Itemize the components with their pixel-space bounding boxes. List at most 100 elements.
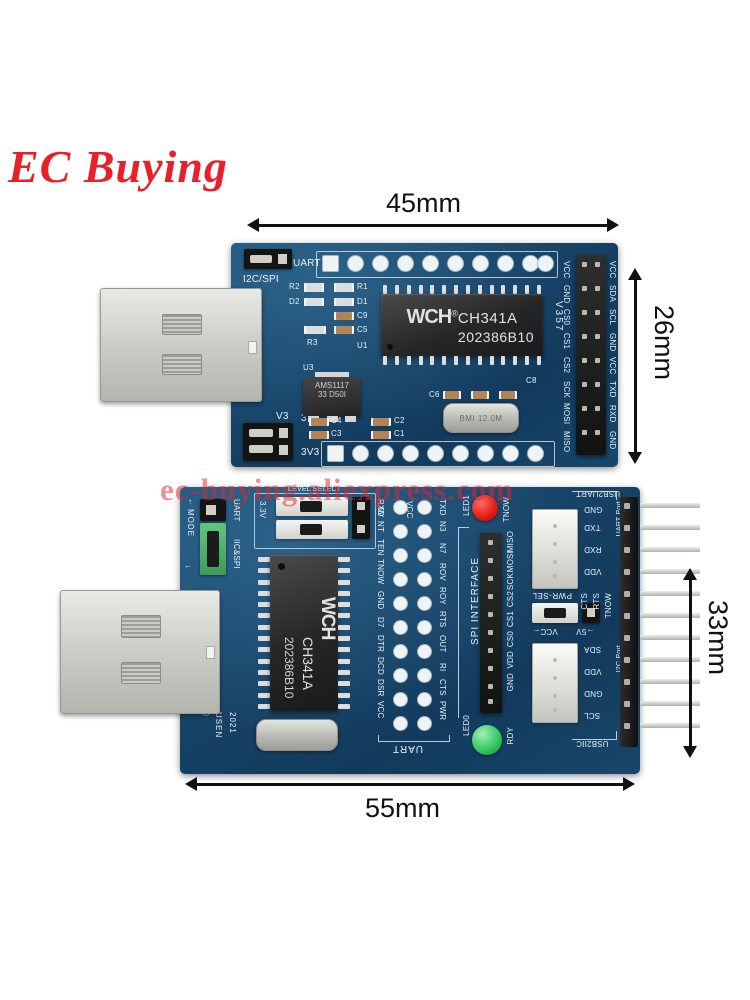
silk-d2: D2 — [289, 297, 300, 306]
pad — [328, 446, 343, 461]
pad — [498, 256, 513, 271]
silk-3v3-level: 3.3V — [258, 501, 267, 519]
smd-capacitor — [334, 326, 354, 334]
silk-spi-miso: MISO — [506, 531, 515, 553]
header-pin — [640, 657, 700, 662]
through-hole — [418, 669, 431, 682]
mode-arrow-up-icon: ↑ — [188, 497, 193, 506]
smd-resistor — [304, 326, 326, 334]
led0-green — [472, 725, 502, 755]
silk-vcc: VCC — [405, 501, 414, 519]
silk-spi-sck: SCK — [506, 573, 515, 591]
silk-spi-cs2: CS2 — [506, 591, 515, 608]
dimension-arrow-bottom-width — [185, 777, 635, 791]
smd-capacitor — [334, 312, 354, 320]
chip-pins-left — [258, 557, 270, 709]
v3-3v3-jumper[interactable] — [243, 423, 293, 461]
pad — [398, 256, 413, 271]
through-hole — [394, 693, 407, 706]
mode-header[interactable] — [200, 499, 226, 521]
pad — [348, 256, 363, 271]
smd-capacitor — [443, 391, 461, 399]
dimension-label-top-height: 26mm — [649, 305, 679, 381]
pad — [378, 446, 393, 461]
silk-rdy: RDY — [506, 727, 515, 745]
through-hole — [418, 693, 431, 706]
level-select-header[interactable] — [352, 497, 370, 539]
silk-r3: R3 — [307, 338, 318, 347]
usb-a-plug-bottom — [60, 590, 220, 714]
silk-revision: V357 — [553, 301, 564, 333]
chip-registered: ® — [451, 308, 458, 319]
mode-jumper-green[interactable] — [200, 523, 226, 575]
silk-spi-gnd: GND — [506, 673, 515, 692]
pad — [403, 446, 418, 461]
silk-mode: MODE — [186, 509, 195, 537]
silk-uart-out: OUT — [438, 635, 447, 653]
silk-led1: LED1 — [462, 495, 471, 516]
right-angle-pin-header[interactable] — [620, 497, 640, 747]
usb-a-plug-top — [100, 288, 262, 402]
through-hole — [394, 549, 407, 562]
level-jumper-5v[interactable] — [276, 520, 348, 539]
header-pin — [640, 723, 700, 728]
smd-capacitor — [499, 391, 517, 399]
header-pin — [640, 635, 700, 640]
silk-uart-group: UART — [392, 743, 424, 754]
usb2uart-jst-connector[interactable] — [532, 509, 578, 589]
dimension-arrow-top-width — [247, 218, 619, 232]
through-hole — [418, 549, 431, 562]
top-board: UART I2C/SPI V3 3V3 3V3 R2 R1 D2 D1 C9 C… — [231, 243, 618, 467]
silk-c1: C1 — [394, 429, 405, 438]
silk-r2: R2 — [289, 282, 300, 291]
smd-capacitor — [371, 418, 391, 426]
silk-uart-pwr: PWR — [438, 701, 447, 721]
silk-uart-gnd: GND — [376, 591, 385, 610]
pad — [523, 256, 538, 271]
i2c-spi-jumper[interactable] — [244, 249, 292, 269]
silk-uart-roy: ROY — [438, 587, 447, 605]
silk-spi-vdd: VDD — [506, 651, 515, 669]
silk-c4: C4 — [331, 416, 342, 425]
chip-datecode-bottom: 202386B10 — [282, 637, 296, 699]
silk-ru-cts: CTS — [580, 593, 589, 610]
pad — [353, 446, 368, 461]
ch341a-chip-bottom: WCH CH341A 202386B10 — [270, 555, 338, 711]
silk-ri-gnd: GND — [584, 689, 603, 698]
silk-hdr-left-vcc: VCC — [562, 261, 571, 279]
spi-interface-header[interactable] — [480, 533, 502, 713]
spi-i2c-header[interactable] — [576, 255, 606, 455]
pad — [503, 446, 518, 461]
silk-uart-ten: TEN — [376, 539, 385, 556]
smd-capacitor — [371, 431, 391, 439]
usb2iic-jst-connector[interactable] — [532, 643, 578, 723]
silk-ri-vdd: VDD — [584, 667, 602, 676]
through-hole — [418, 525, 431, 538]
pwr-sel-header[interactable] — [582, 603, 600, 623]
pad — [323, 256, 338, 271]
silk-hdr-right-txd: TXD — [608, 381, 617, 398]
dimension-label-bottom-width: 55mm — [365, 793, 441, 823]
pad — [423, 256, 438, 271]
silk-hdr-right-gnd: GND — [608, 333, 617, 352]
level-select-outline — [254, 493, 376, 549]
silk-uart-rov: ROV — [438, 563, 447, 581]
through-hole — [394, 669, 407, 682]
silk-pwr-sel: PWR-SEL — [532, 591, 572, 600]
pwr-sel-jumper[interactable] — [532, 603, 578, 623]
silk-pwr-sel-5v: →5V — [576, 627, 595, 636]
silk-u3: U3 — [303, 363, 314, 372]
silk-spi-mosi: MOSI — [506, 551, 515, 573]
dimension-label-top-width: 45mm — [386, 188, 462, 218]
silk-c2: C2 — [394, 416, 405, 425]
header-pin — [640, 591, 700, 596]
smd-resistor — [304, 283, 324, 292]
silk-ru-gnd: GND — [584, 505, 603, 514]
silk-uart-cts: CTS — [438, 679, 447, 696]
header-pin — [640, 569, 700, 574]
header-pin — [640, 679, 700, 684]
through-hole — [394, 621, 407, 634]
silk-usen-year: 2021 — [228, 712, 237, 734]
through-hole — [418, 621, 431, 634]
level-jumper-3v3[interactable] — [276, 497, 348, 516]
